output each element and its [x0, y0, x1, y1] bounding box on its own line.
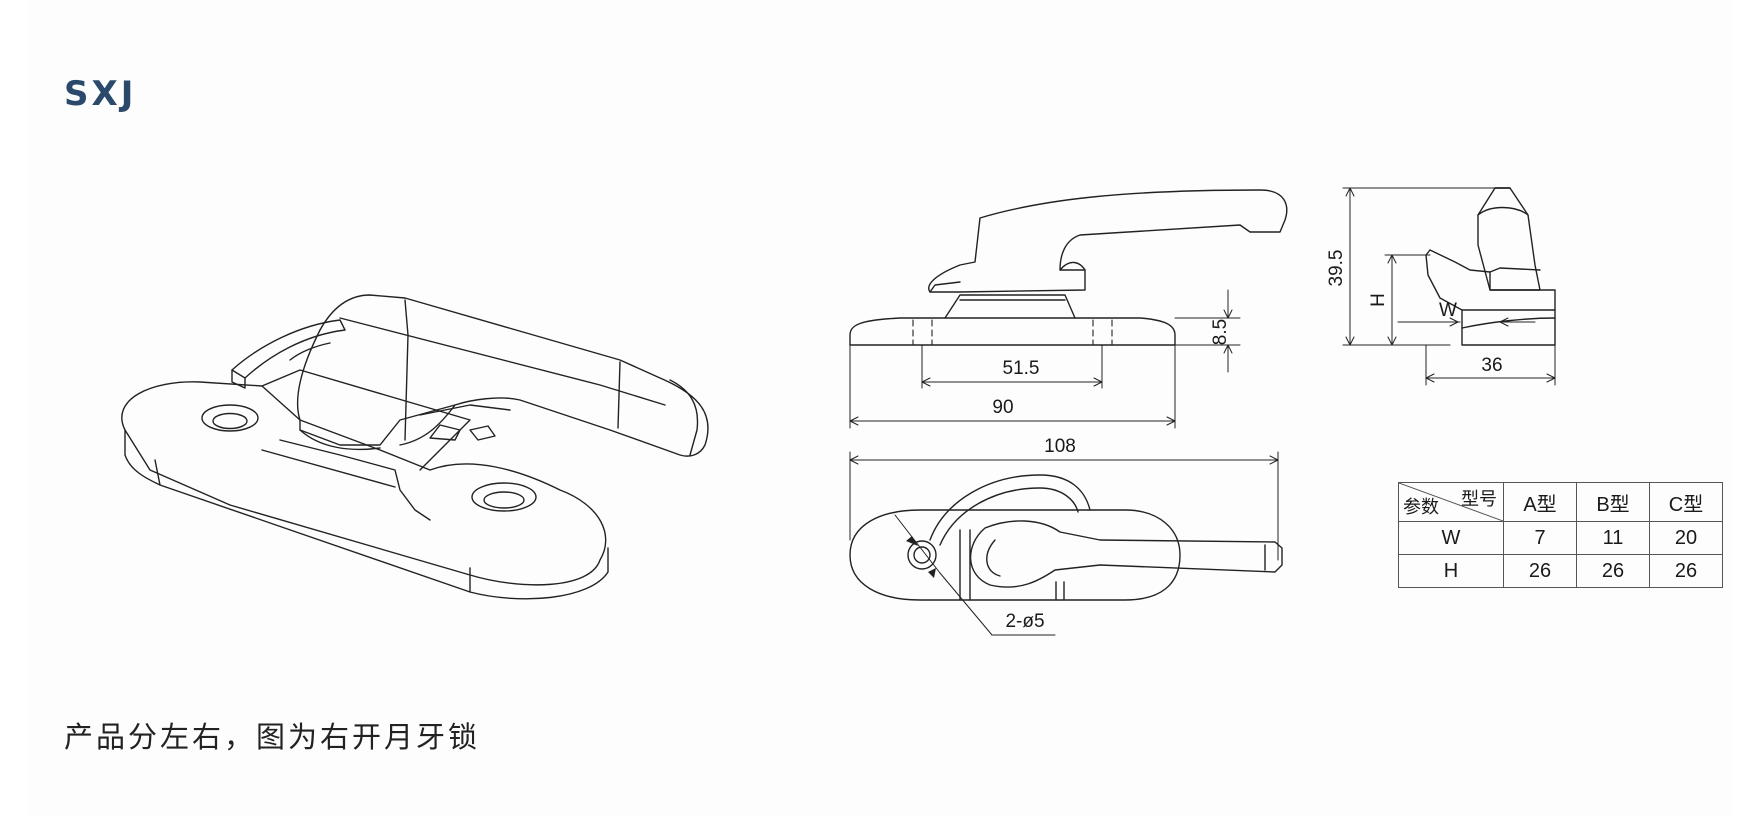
table-col-b: B型 [1576, 482, 1650, 522]
iso-hole-right [471, 482, 537, 512]
table-row: H 26 26 26 [1398, 554, 1723, 588]
iso-lever [296, 294, 709, 457]
table-corner-cell: 型号 参数 [1398, 482, 1504, 522]
iso-base-thickness [124, 429, 609, 600]
plan-base [849, 509, 1181, 601]
iso-cam-arc [231, 319, 346, 379]
table-cell: 26 [1649, 554, 1723, 588]
parameter-table: 型号 参数 A型 B型 C型 W 7 11 20 H 26 26 26 [1398, 482, 1723, 588]
side-view [1342, 187, 1556, 386]
drawing-sheet [28, 0, 1732, 816]
side-knob [1477, 187, 1541, 291]
product-title: SXJ [64, 74, 137, 114]
isometric-view [121, 294, 709, 600]
dim-label-8-5: 8.5 [1210, 319, 1231, 345]
corner-label-params: 参数 [1403, 497, 1439, 517]
table-cell: 11 [1576, 521, 1650, 555]
table-row: W 7 11 20 [1398, 521, 1723, 555]
table-cell: 26 [1503, 554, 1577, 588]
side-body [1425, 249, 1556, 346]
corner-diagonal [1399, 483, 1503, 521]
table-cell: 7 [1503, 521, 1577, 555]
iso-base-plate [121, 381, 607, 586]
iso-hole-left [201, 404, 259, 432]
dim-label-H: H [1368, 293, 1389, 307]
plan-hole [907, 540, 937, 570]
front-base [849, 317, 1176, 346]
table-col-c: C型 [1649, 482, 1723, 522]
product-caption: 产品分左右，图为右开月牙锁 [64, 720, 481, 754]
dim-label-W: W [1439, 300, 1457, 321]
table-col-a: A型 [1503, 482, 1577, 522]
dim-label-39-5: 39.5 [1326, 250, 1347, 287]
table-row-label: W [1398, 521, 1504, 555]
dim-label-108: 108 [1044, 436, 1076, 457]
front-elevation [849, 189, 1288, 429]
corner-label-model: 型号 [1461, 489, 1497, 509]
dim-label-90: 90 [992, 397, 1013, 418]
dim-label-36: 36 [1481, 355, 1502, 376]
dim-label-hole: 2-ø5 [1005, 611, 1044, 632]
dim-label-51-5: 51.5 [1003, 358, 1040, 379]
table-header-row: 型号 参数 A型 B型 C型 [1398, 482, 1723, 522]
table-cell: 26 [1576, 554, 1650, 588]
table-cell: 20 [1649, 521, 1723, 555]
plan-view [849, 451, 1283, 636]
front-lever [928, 189, 1288, 293]
plan-lever [969, 520, 1283, 588]
table-row-label: H [1398, 554, 1504, 588]
